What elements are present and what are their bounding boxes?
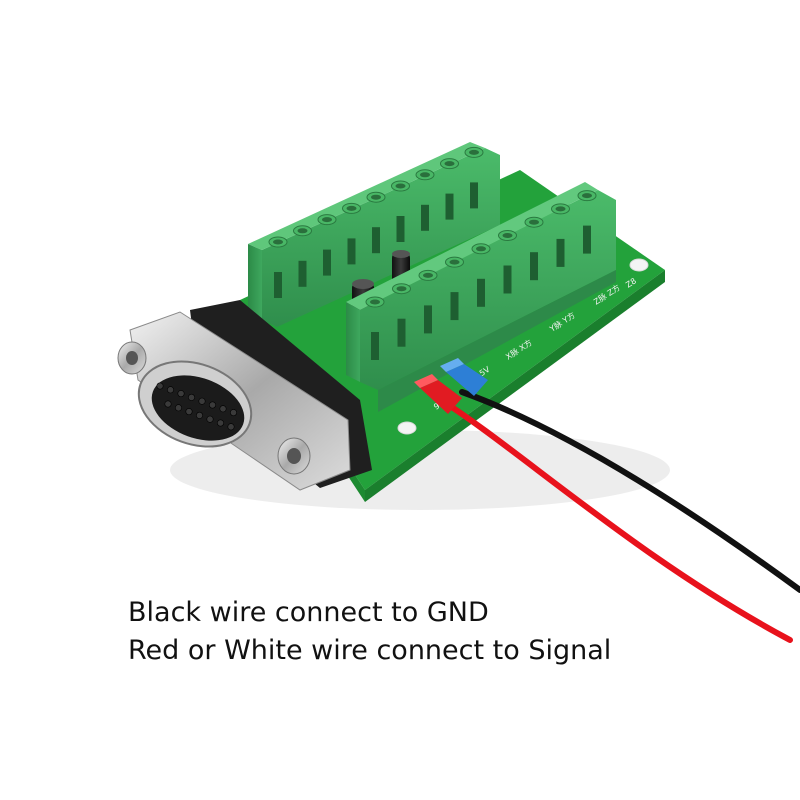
connector-socket-hole — [164, 400, 172, 408]
caption-line-signal: Red or White wire connect to Signal — [128, 635, 612, 666]
wire-entry-slot — [583, 225, 591, 254]
connector-socket-hole — [167, 386, 175, 394]
caption-line-gnd: Black wire connect to GND — [128, 597, 489, 628]
wire-entry-slot — [445, 193, 454, 220]
connector-socket-hole — [198, 397, 206, 405]
wire-entry-slot — [503, 265, 512, 294]
wire-entry-slot — [397, 318, 406, 347]
connector-socket-hole — [177, 390, 185, 398]
wire-entry-slot — [450, 292, 459, 321]
wire-entry-slot — [424, 305, 432, 334]
db15-female-connector — [117, 300, 372, 491]
red-ferrule — [414, 374, 462, 414]
blue-ferrule — [440, 358, 488, 396]
connector-socket-hole — [230, 409, 238, 417]
connector-socket-hole — [209, 401, 217, 409]
wire-entry-slot — [477, 278, 485, 307]
mounting-hole — [397, 421, 417, 435]
front-terminal-block — [346, 182, 616, 412]
wire-entry-slot — [323, 249, 331, 276]
wire-entry-slot — [421, 204, 429, 231]
connector-socket-hole — [227, 423, 235, 431]
connector-socket-hole — [196, 411, 204, 419]
wire-entry-slot — [298, 260, 307, 287]
mounting-hole — [629, 258, 649, 272]
wire-entry-slot — [274, 272, 282, 298]
wire-entry-slot — [372, 227, 380, 254]
wire-entry-slot — [556, 238, 565, 267]
rear-terminal-block — [248, 142, 500, 327]
connector-socket-hole — [185, 408, 193, 416]
connector-socket-hole — [175, 404, 183, 412]
signal-wires — [435, 389, 800, 643]
wire-entry-slot — [347, 238, 356, 265]
connector-socket-hole — [156, 382, 164, 390]
connector-socket-hole — [219, 405, 227, 413]
connector-socket-hole — [188, 393, 196, 401]
wire-entry-slot — [530, 252, 538, 281]
wire-entry-slot — [470, 182, 478, 209]
connector-socket-hole — [206, 415, 214, 423]
wire-entry-slot — [371, 332, 379, 360]
caption: Black wire connect to GND Red or White w… — [128, 594, 611, 670]
connector-socket-hole — [217, 419, 225, 427]
wire-entry-slot — [396, 216, 405, 242]
